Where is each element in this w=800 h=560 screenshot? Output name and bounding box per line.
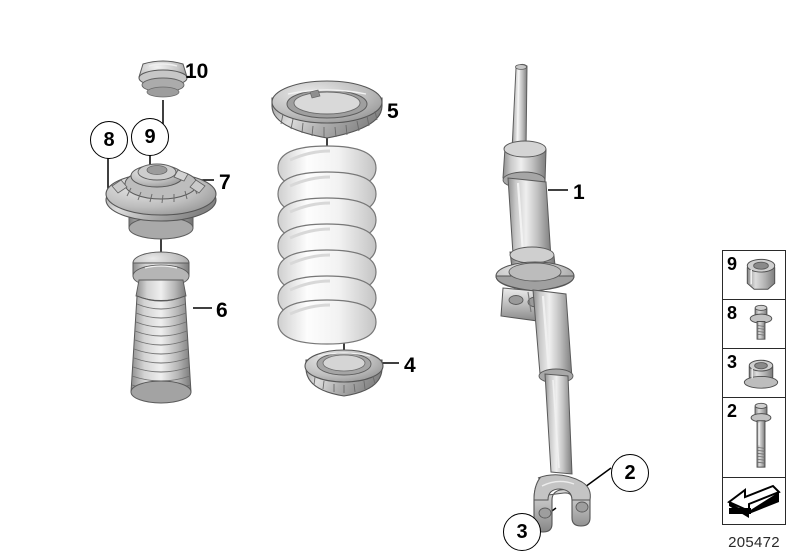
callout-label-6: 6 [216,299,228,322]
part-4-lower-spring-pad [304,349,384,397]
legend-item-flange-nut: 3 [723,349,785,398]
coil-spring [277,145,377,345]
callout-label-7: 7 [219,171,231,194]
part-7-strut-mount [105,163,217,240]
flange-nut-icon [739,349,783,397]
hex-nut-icon [739,251,783,299]
callout-circle-8: 8 [90,121,128,159]
part-1-shock-absorber-strut [495,63,591,533]
legend-item-hex-nut: 9 [723,251,785,300]
part-5-upper-spring-pad [271,80,383,139]
coil-spring-highlight [289,149,331,316]
callout-label-5: 5 [387,100,399,123]
callout-circle-2: 2 [611,454,649,492]
callout-circle-3: 3 [503,513,541,551]
callout-label-10: 10 [185,60,209,83]
callout-label-1: 1 [573,181,585,204]
part-10-cap [138,60,188,98]
legend-number-9: 9 [727,254,738,274]
callout-label-4: 4 [404,354,416,377]
direction-arrow-icon [723,478,785,524]
callout-circle-9: 9 [131,118,169,156]
diagram-number: 205472 [728,534,780,551]
legend-item-short-flange-bolt: 8 [723,300,785,349]
legend-number-2: 2 [727,401,738,421]
fastener-legend-panel: 9 8 [722,250,786,525]
part-6-bump-stop-boot [130,251,192,404]
flange-bolt-icon [739,300,783,348]
legend-number-3: 3 [727,352,738,372]
legend-number-8: 8 [727,303,738,323]
legend-item-direction-arrow [723,478,785,524]
legend-item-long-flange-bolt: 2 [723,398,785,478]
long-bolt-icon [739,398,783,477]
